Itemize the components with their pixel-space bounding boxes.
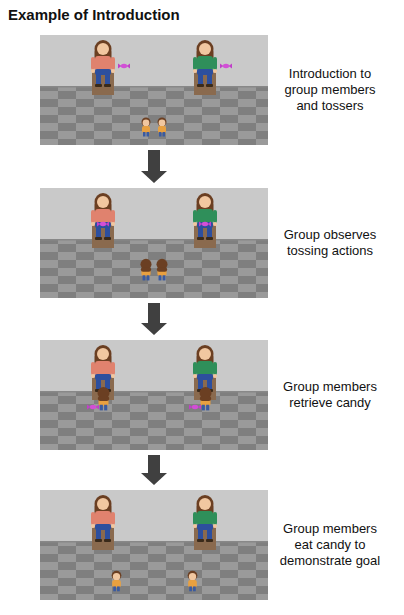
step-label: Group members retrieve candy [274, 379, 386, 411]
step-label: Introduction to group members and tosser… [274, 66, 386, 114]
scene-illustration [40, 188, 268, 298]
flow-arrow [141, 455, 167, 485]
scene-illustration [40, 340, 268, 450]
step-label: Group members eat candy to demonstrate g… [274, 521, 386, 569]
scene-illustration [40, 35, 268, 145]
scene-illustration [40, 490, 268, 600]
flow-arrow [141, 150, 167, 183]
step-panel: Group observes tossing actions [40, 188, 400, 298]
flow-arrow [141, 303, 167, 335]
step-label: Group observes tossing actions [274, 227, 386, 259]
step-panel: Group members retrieve candy [40, 340, 400, 450]
step-panel: Group members eat candy to demonstrate g… [40, 490, 400, 600]
step-panel: Introduction to group members and tosser… [40, 35, 400, 145]
diagram-title: Example of Introduction [8, 6, 180, 23]
